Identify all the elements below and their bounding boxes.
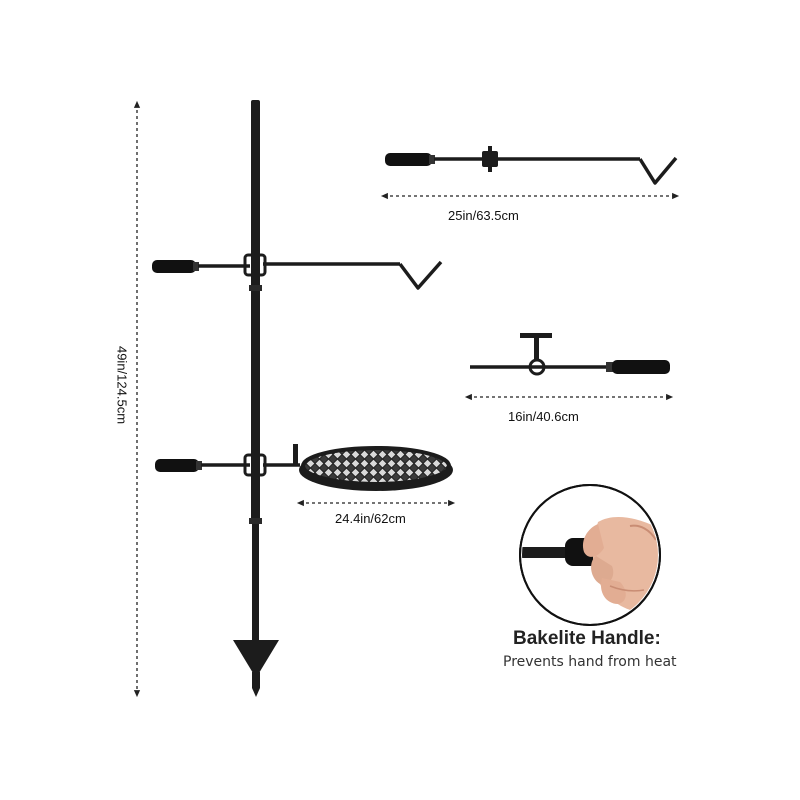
bakelite-handle-hand-icon xyxy=(519,484,661,626)
grill-grate xyxy=(299,446,453,491)
side-arm-dimension-label: 16in/40.6cm xyxy=(508,409,579,424)
top-hook-arm xyxy=(385,146,678,185)
height-dimension-label: 49in/124.5cm xyxy=(114,345,130,425)
upper-hook-arm xyxy=(152,253,443,290)
lower-grill-arm xyxy=(155,444,300,477)
top-arm-dimension-label: 25in/63.5cm xyxy=(448,208,519,223)
handle-callout-title: Bakelite Handle: xyxy=(513,628,661,649)
grill-diameter-label: 24.4in/62cm xyxy=(335,511,406,526)
side-arm xyxy=(470,333,670,376)
fire-pit-stand xyxy=(233,100,279,697)
handle-callout-description: Prevents hand from heat xyxy=(503,654,677,670)
